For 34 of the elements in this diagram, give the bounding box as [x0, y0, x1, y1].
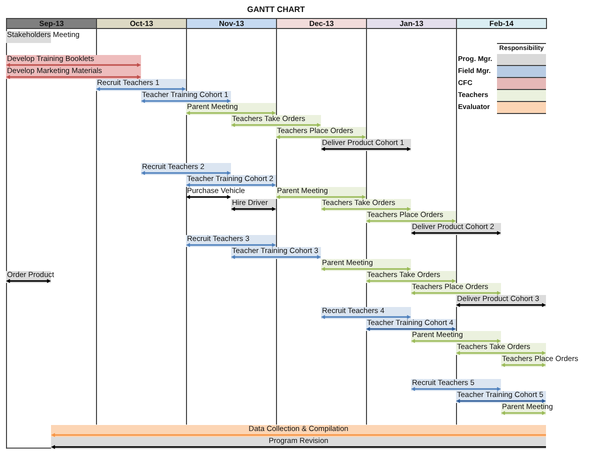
task-bar	[366, 319, 456, 331]
task-bar	[321, 259, 411, 271]
task-bar	[6, 31, 81, 43]
task-bar	[276, 127, 366, 139]
chart-title: GANTT CHART	[246, 5, 306, 15]
task-bar	[411, 283, 501, 295]
task-bar	[231, 247, 321, 259]
task-bar	[411, 379, 501, 391]
task-bar	[141, 91, 231, 103]
task-bar	[231, 199, 276, 211]
task-bar	[51, 424, 546, 437]
task-bar	[186, 235, 276, 247]
task-bar	[411, 223, 501, 235]
task-bar	[276, 187, 366, 199]
task-bar	[501, 403, 554, 415]
task-bar	[186, 175, 276, 187]
task-bar	[456, 343, 546, 355]
task-bar	[366, 211, 456, 223]
task-bar	[501, 355, 580, 367]
task-bar	[321, 307, 411, 319]
task-bar	[51, 436, 546, 449]
task-bar	[366, 271, 456, 283]
task-bar	[456, 391, 546, 403]
task-bar	[141, 163, 231, 175]
task-bar	[96, 79, 186, 91]
task-bar	[6, 271, 56, 283]
task-bar	[411, 331, 501, 343]
task-bar	[6, 55, 141, 67]
task-bar	[321, 199, 411, 211]
task-bar	[186, 103, 276, 115]
task-bar	[231, 115, 321, 127]
task-bar	[321, 139, 411, 151]
task-bar	[456, 295, 546, 307]
task-bar	[6, 67, 141, 79]
